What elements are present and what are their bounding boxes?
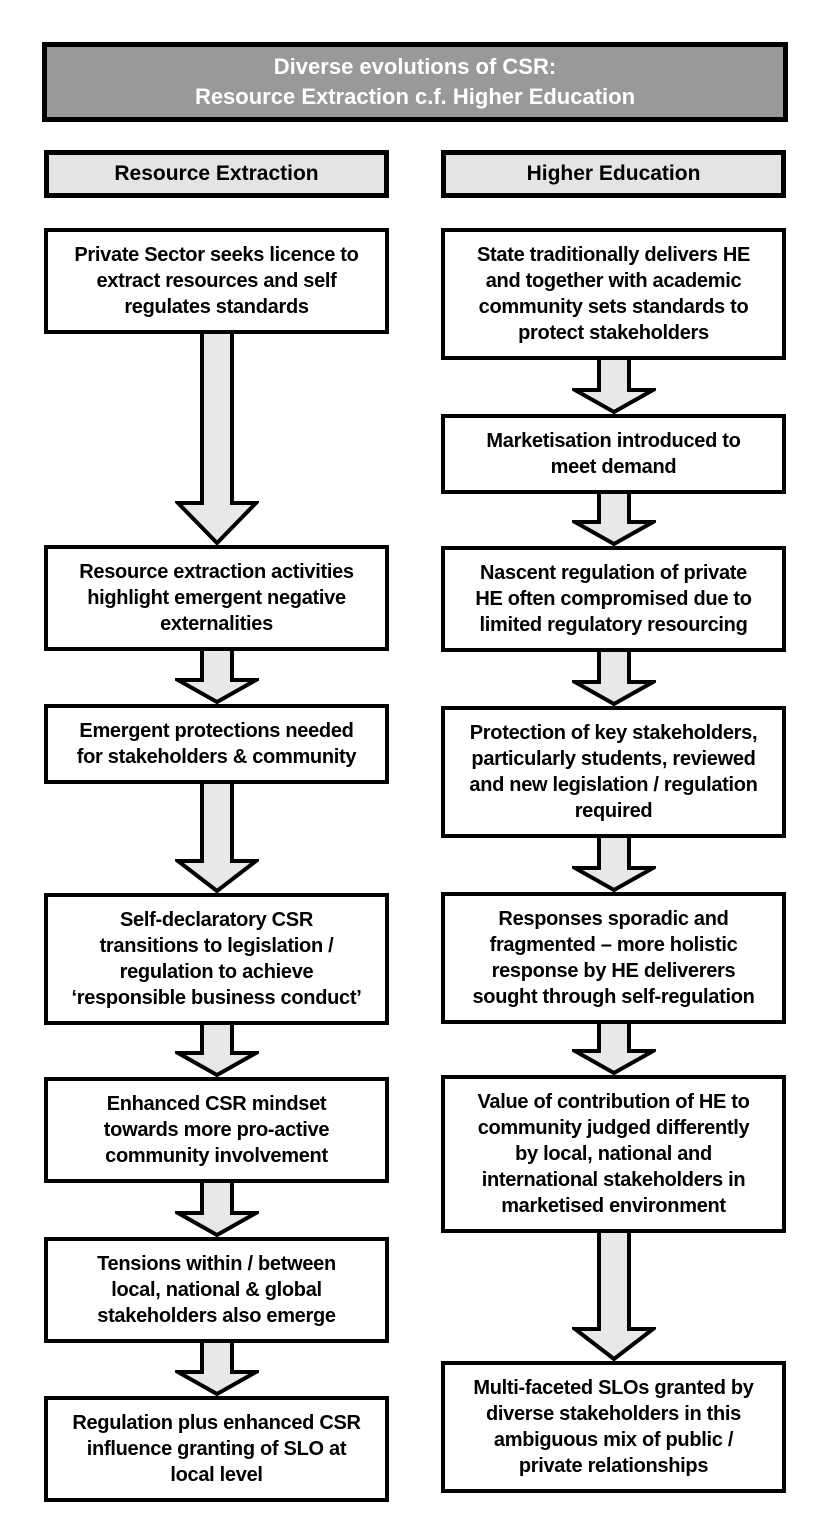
down-arrow-icon — [441, 838, 786, 892]
flow-box: Nascent regulation of private HE often c… — [441, 546, 786, 652]
column-header-resource-extraction: Resource Extraction — [44, 150, 389, 198]
down-arrow-icon — [44, 1183, 389, 1237]
down-arrow-icon — [441, 652, 786, 706]
flow-box: Enhanced CSR mindset towards more pro-ac… — [44, 1077, 389, 1183]
flow-box: Multi-faceted SLOs granted by diverse st… — [441, 1361, 786, 1493]
flow-box: Tensions within / between local, nationa… — [44, 1237, 389, 1343]
down-arrow-icon — [441, 1024, 786, 1075]
down-arrow-icon — [44, 784, 389, 893]
flow-box: Regulation plus enhanced CSR influence g… — [44, 1396, 389, 1502]
diagram-title: Diverse evolutions of CSR: Resource Extr… — [42, 42, 788, 122]
flow-box: Emergent protections needed for stakehol… — [44, 704, 389, 784]
down-arrow-icon — [44, 1025, 389, 1077]
down-arrow-icon — [44, 1343, 389, 1396]
flow-box: Protection of key stakeholders, particul… — [441, 706, 786, 838]
flow-box: Private Sector seeks licence to extract … — [44, 228, 389, 334]
column-header-higher-education: Higher Education — [441, 150, 786, 198]
flow-box: Marketisation introduced to meet demand — [441, 414, 786, 494]
down-arrow-icon — [44, 334, 389, 545]
flow-box: Resource extraction activities highlight… — [44, 545, 389, 651]
flow-box: Self-declaratory CSR transitions to legi… — [44, 893, 389, 1025]
down-arrow-icon — [44, 651, 389, 704]
flow-box: Responses sporadic and fragmented – more… — [441, 892, 786, 1024]
down-arrow-icon — [441, 1233, 786, 1361]
down-arrow-icon — [441, 360, 786, 414]
flow-box: Value of contribution of HE to community… — [441, 1075, 786, 1233]
flow-box: State traditionally delivers HE and toge… — [441, 228, 786, 360]
down-arrow-icon — [441, 494, 786, 546]
